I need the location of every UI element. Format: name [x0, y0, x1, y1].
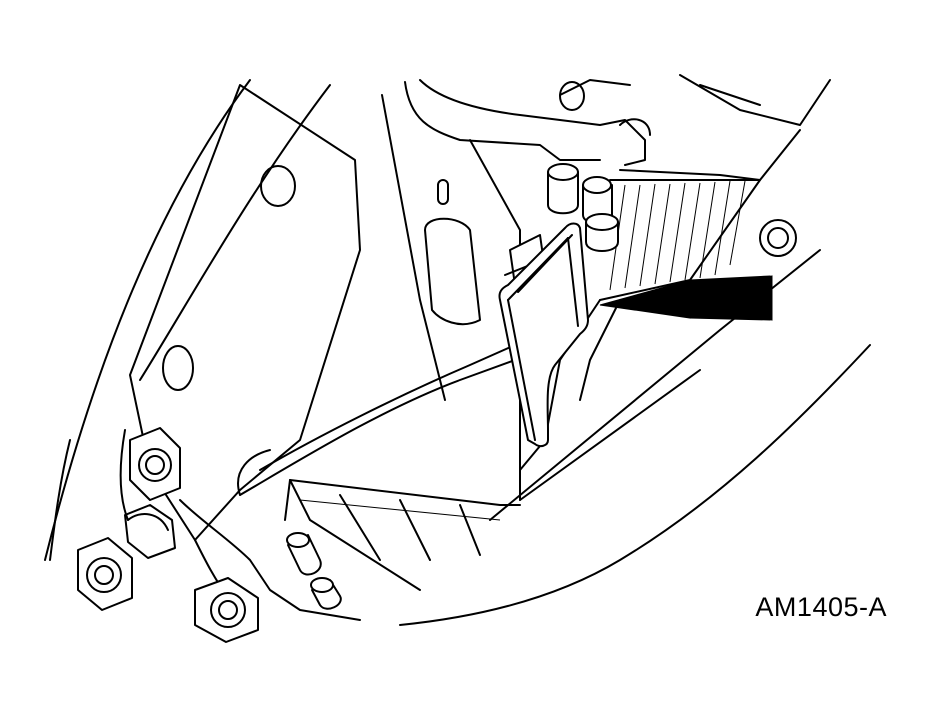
figure-id-label: AM1405-A — [755, 592, 887, 622]
shift-tab-plate — [498, 222, 589, 448]
bolt-hole — [759, 219, 797, 257]
lower-studs — [286, 532, 342, 610]
cover-edges — [399, 249, 871, 626]
hex-bolt-bottom — [194, 577, 259, 643]
hex-bolt-lower — [77, 537, 133, 611]
housing-outline — [44, 79, 331, 561]
hex-bolt-upper — [129, 427, 181, 501]
arrow-left-icon — [599, 275, 773, 321]
mounting-plate — [129, 84, 361, 601]
lower-bracket — [284, 479, 521, 591]
hex-bolt-middle — [124, 504, 176, 559]
upper-housing — [419, 74, 831, 181]
wire-harness — [237, 344, 516, 496]
lower-casting — [119, 429, 361, 621]
pins — [547, 163, 619, 252]
